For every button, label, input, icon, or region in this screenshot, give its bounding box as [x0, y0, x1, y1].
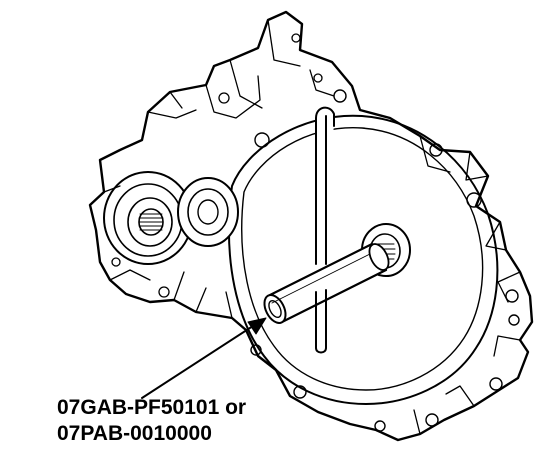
right-casing-detail	[413, 221, 521, 435]
upper-casing-detail	[147, 19, 489, 181]
tool-part-number-primary: 07GAB-PF50101 or	[57, 396, 247, 419]
hex-wrench-handle	[315, 106, 335, 354]
left-casing-detail	[103, 185, 233, 319]
bolt-bosses	[250, 89, 520, 432]
intermediate-shaft-boss	[177, 177, 239, 247]
callout-leader-arrow	[141, 317, 267, 399]
bell-housing-ring	[227, 114, 499, 405]
bell-housing-inner-ring	[241, 127, 484, 391]
tool-part-number-alternate: 07PAB-0010000	[57, 422, 212, 445]
driver-tool-sleeve	[263, 242, 390, 324]
